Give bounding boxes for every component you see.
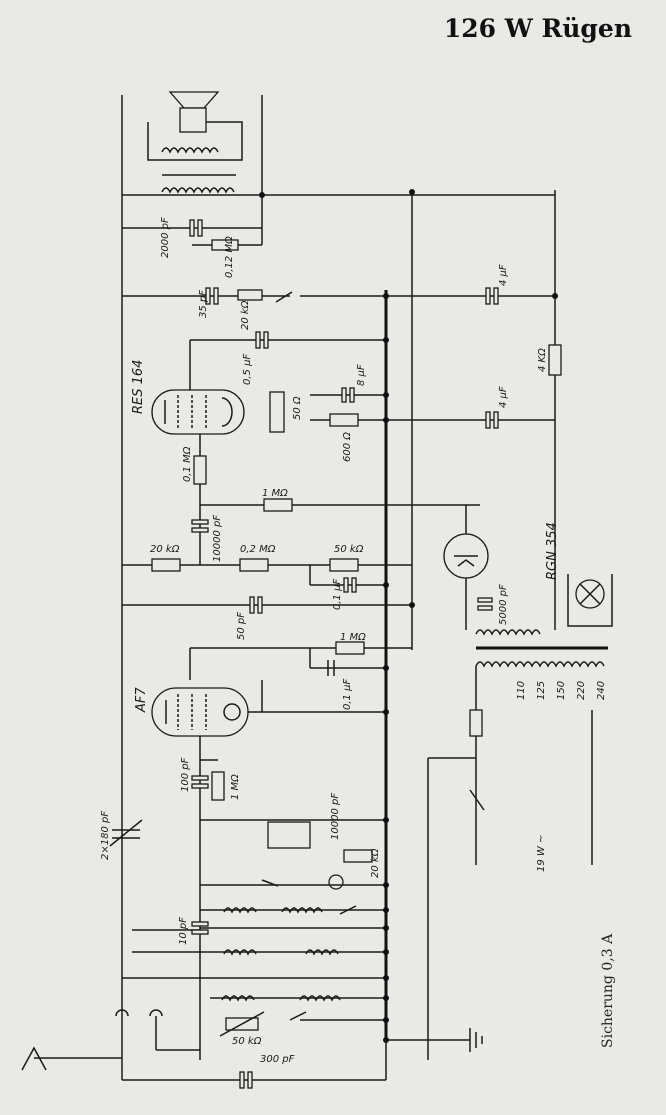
resistor-20k-tone bbox=[237, 289, 263, 301]
wave-switch-1 bbox=[261, 879, 279, 887]
tube-res164 bbox=[151, 389, 245, 435]
capacitor-300pf bbox=[239, 1071, 245, 1089]
label-1m-b: 1 MΩ bbox=[340, 632, 366, 643]
label-100pf: 100 pF bbox=[180, 757, 191, 792]
label-af7: AF7 bbox=[134, 687, 149, 713]
label-2000pf: 2000 pF bbox=[160, 217, 171, 258]
coil-6 bbox=[299, 995, 341, 1002]
label-5000pf: 5000 pF bbox=[498, 584, 509, 625]
coil-3 bbox=[223, 949, 257, 956]
capacitor-10000pf bbox=[191, 519, 209, 525]
label-20k-b: 20 kΩ bbox=[370, 848, 381, 878]
label-012m: 0,12 MΩ bbox=[224, 236, 235, 278]
label-4uf-top: 4 µF bbox=[498, 264, 509, 286]
label-20k-top: 20 kΩ bbox=[240, 300, 251, 330]
label-50ohm: 50 Ω bbox=[292, 396, 303, 420]
tone-switch bbox=[275, 291, 293, 303]
power-transformer-secondary bbox=[475, 629, 541, 636]
power-switch bbox=[469, 789, 485, 811]
resistor-50k bbox=[329, 558, 359, 572]
label-35pf: 35 pF bbox=[198, 290, 209, 318]
capacitor-01uf-a bbox=[343, 577, 349, 593]
wave-switch-3 bbox=[289, 1011, 307, 1021]
capacitor-8uf bbox=[341, 387, 347, 403]
ground-symbol-icon bbox=[469, 1028, 483, 1052]
potentiometer-50ohm bbox=[269, 391, 285, 433]
capacitor-4uf-top bbox=[485, 287, 491, 305]
capacitor-50pf bbox=[249, 596, 255, 614]
resistor-4k bbox=[548, 344, 562, 376]
resistor-02m bbox=[239, 558, 269, 572]
label-50k-b: 50 kΩ bbox=[232, 1036, 262, 1047]
coil-4 bbox=[305, 949, 339, 956]
coil-5 bbox=[221, 995, 255, 1002]
resistor-600ohm bbox=[329, 413, 359, 427]
resistor-1m-a bbox=[263, 498, 293, 512]
resistor-1m-c bbox=[211, 771, 225, 801]
power-transformer-primary bbox=[475, 661, 605, 668]
resistor-20k-b bbox=[343, 849, 373, 863]
output-transformer-icon bbox=[161, 187, 235, 194]
capacitor-4uf-mid bbox=[485, 411, 491, 429]
label-res164: RES 164 bbox=[131, 360, 146, 414]
resistor-012m bbox=[211, 239, 239, 251]
label-05uf: 0,5 µF bbox=[242, 354, 253, 385]
capacitor-05uf bbox=[255, 331, 261, 349]
resistor-20k-left bbox=[151, 558, 181, 572]
page-title: 126 W Rügen bbox=[443, 14, 632, 43]
fuse-note: Sicherung 0,3 A bbox=[600, 933, 616, 1048]
label-10000pf: 10000 pF bbox=[212, 515, 223, 562]
label-01uf-b: 0,1 µF bbox=[342, 679, 353, 710]
trimmer-capacitors bbox=[267, 821, 311, 849]
wave-switch-2 bbox=[339, 905, 357, 915]
label-10000pf-b: 10000 pF bbox=[330, 793, 341, 840]
coil-1 bbox=[223, 907, 257, 914]
label-4k: 4 KΩ bbox=[537, 348, 548, 372]
capacitor-2000pf bbox=[189, 219, 195, 237]
label-01m: 0,1 MΩ bbox=[182, 446, 193, 482]
capacitor-5000pf bbox=[477, 597, 493, 603]
tap-110: 110 bbox=[516, 681, 527, 700]
resistor-01m bbox=[193, 455, 207, 485]
label-power: 19 W ~ bbox=[536, 835, 547, 872]
tube-af7 bbox=[151, 687, 249, 737]
tap-150: 150 bbox=[556, 681, 567, 700]
label-1m-a: 1 MΩ bbox=[262, 488, 288, 499]
capacitor-100pf bbox=[191, 775, 209, 781]
label-02m: 0,2 MΩ bbox=[240, 544, 276, 555]
label-4uf-mid: 4 µF bbox=[498, 386, 509, 408]
label-20k-left: 20 kΩ bbox=[150, 544, 180, 555]
pilot-lamp-icon bbox=[575, 579, 605, 609]
label-1m-c: 1 MΩ bbox=[230, 774, 241, 800]
antenna-arrow-icon bbox=[21, 1046, 122, 1071]
antenna-socket-icon bbox=[115, 1009, 163, 1050]
tap-240: 240 bbox=[596, 681, 607, 700]
capacitor-10pf bbox=[191, 921, 209, 927]
label-10pf: 10 pF bbox=[178, 917, 189, 945]
coil-2 bbox=[281, 907, 323, 914]
resistor-1m-b bbox=[335, 641, 365, 655]
label-600ohm: 600 Ω bbox=[342, 432, 353, 462]
fuse bbox=[469, 709, 483, 737]
label-50pf: 50 pF bbox=[236, 612, 247, 640]
label-300pf: 300 pF bbox=[260, 1054, 295, 1065]
label-8uf: 8 µF bbox=[356, 364, 367, 386]
label-01uf-a: 0,1 µF bbox=[332, 579, 343, 610]
tap-125: 125 bbox=[536, 681, 547, 700]
tube-rgn354 bbox=[443, 533, 489, 579]
label-50k: 50 kΩ bbox=[334, 544, 364, 555]
label-tuning: 2×180 pF bbox=[100, 811, 111, 860]
loudspeaker-icon bbox=[147, 91, 243, 161]
tap-220: 220 bbox=[576, 681, 587, 700]
label-rgn354: RGN 354 bbox=[545, 522, 560, 580]
capacitor-35pf bbox=[205, 287, 211, 305]
